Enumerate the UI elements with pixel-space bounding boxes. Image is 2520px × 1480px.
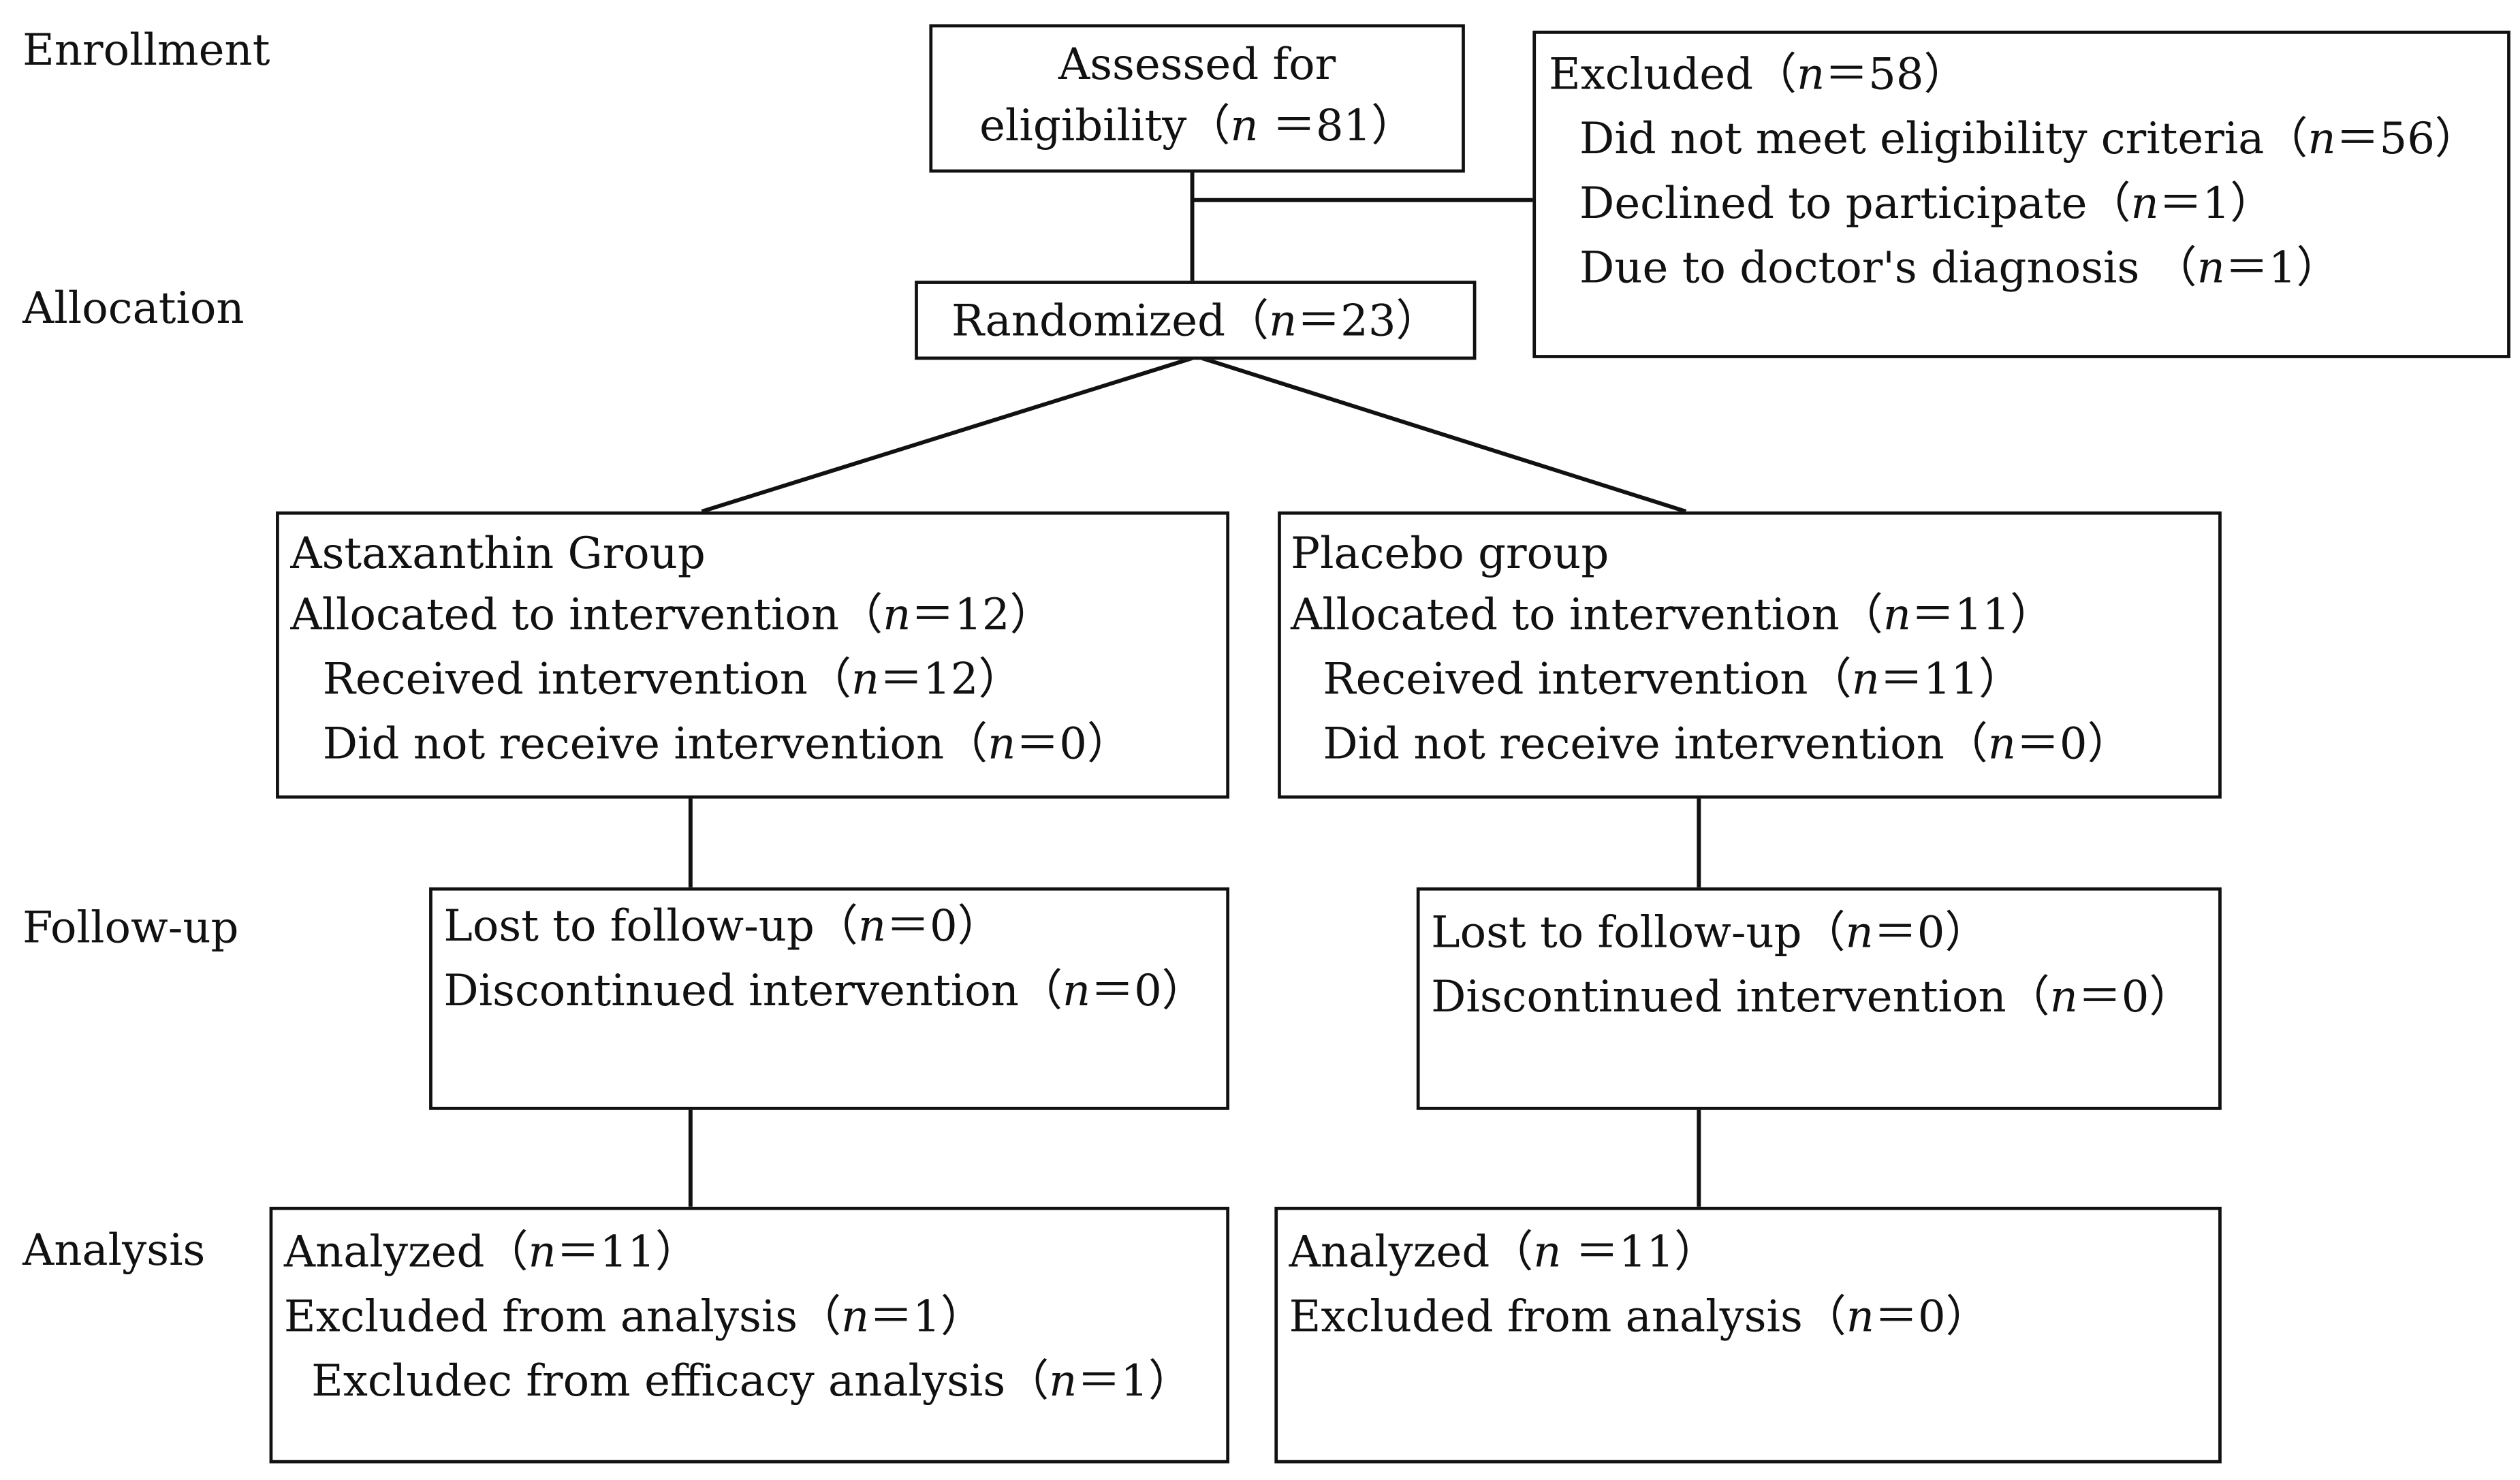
n-symbol: n <box>1268 296 1297 347</box>
n-symbol: n <box>1987 719 2016 770</box>
n-symbol: n <box>857 902 887 952</box>
astaxanthin-discontinued: Discontinued intervention（n＝0） <box>443 966 1206 1017</box>
placebo-analysis-box: Analyzed（n ＝11） Excluded from analysis（n… <box>1274 1206 2222 1464</box>
connector-randomized-astaxanthin <box>701 356 1193 514</box>
placebo-not-received: Did not receive intervention（n＝0） <box>1323 719 2131 770</box>
excluded-item-criteria: Did not meet eligibility criteria（n＝56） <box>1579 114 2478 165</box>
n-symbol: n <box>2130 178 2159 230</box>
placebo-discontinued: Discontinued intervention（n＝0） <box>1431 973 2193 1023</box>
placebo-allocated: Allocated to intervention（n＝11） <box>1291 590 2054 641</box>
placebo-analyzed: Analyzed（n ＝11） <box>1289 1227 1718 1278</box>
n-symbol: n <box>851 655 880 706</box>
excluded-item-declined: Declined to participate（n＝1） <box>1579 178 2274 230</box>
n-symbol: n <box>1796 50 1825 100</box>
astaxanthin-excluded-analysis: Excluded from analysis（n＝1） <box>283 1292 984 1342</box>
astaxanthin-analyzed: Analyzed（n＝11） <box>283 1227 699 1278</box>
randomized-box: Randomized（n＝23） <box>915 281 1477 360</box>
assessed-box: Assessed for eligibility（n ＝81） <box>929 24 1465 173</box>
stage-label-enrollment: Enrollment <box>22 25 270 76</box>
n-symbol: n <box>1062 966 1091 1017</box>
n-symbol: n <box>528 1227 556 1278</box>
assessed-line-1: Assessed for <box>1058 40 1336 91</box>
n-symbol: n <box>988 719 1016 770</box>
astaxanthin-excluded-efficacy: Excludec from efficacy analysis（n＝1） <box>311 1357 1192 1407</box>
astaxanthin-followup-box: Lost to follow-up（n＝0） Discontinued inte… <box>429 887 1230 1110</box>
stage-label-allocation: Allocation <box>22 283 245 334</box>
excluded-title: Excluded（n＝58） <box>1549 50 1968 100</box>
n-symbol: n <box>2308 114 2336 165</box>
n-symbol: n <box>1883 590 1911 641</box>
n-symbol: n <box>841 1292 870 1342</box>
n-symbol: n <box>883 590 911 641</box>
randomized-label: Randomized（n＝23） <box>951 296 1440 347</box>
astaxanthin-lost: Lost to follow-up（n＝0） <box>443 902 1001 952</box>
n-symbol: n <box>1845 908 1874 959</box>
assessed-line-2: eligibility（n ＝81） <box>979 101 1415 152</box>
excluded-item-doctor: Due to doctor's diagnosis （n＝1） <box>1579 243 2340 294</box>
n-symbol: n <box>1846 1292 1874 1342</box>
astaxanthin-received: Received intervention（n＝12） <box>322 655 1022 706</box>
placebo-allocation-box: Placebo group Allocated to intervention（… <box>1278 511 2222 799</box>
placebo-title: Placebo group <box>1291 529 1609 580</box>
placebo-received: Received intervention（n＝11） <box>1323 655 2023 706</box>
astaxanthin-not-received: Did not receive intervention（n＝0） <box>322 719 1131 770</box>
n-symbol: n <box>2196 243 2225 294</box>
placebo-lost: Lost to follow-up（n＝0） <box>1431 908 1989 959</box>
excluded-box: Excluded（n＝58） Did not meet eligibility … <box>1532 31 2510 358</box>
astaxanthin-allocation-box: Astaxanthin Group Allocated to intervent… <box>276 511 1230 799</box>
placebo-followup-box: Lost to follow-up（n＝0） Discontinued inte… <box>1416 887 2222 1110</box>
n-symbol: n <box>1230 101 1259 152</box>
placebo-excluded-analysis: Excluded from analysis（n＝0） <box>1289 1292 1989 1342</box>
connector-randomized-placebo <box>1201 356 1687 514</box>
astaxanthin-allocated: Allocated to intervention（n＝12） <box>290 590 1054 641</box>
stage-label-analysis: Analysis <box>22 1226 206 1276</box>
astaxanthin-analysis-box: Analyzed（n＝11） Excluded from analysis（n＝… <box>269 1206 1230 1464</box>
astaxanthin-title: Astaxanthin Group <box>290 529 706 580</box>
stage-label-followup: Follow-up <box>22 903 239 954</box>
n-symbol: n <box>2049 973 2078 1023</box>
n-symbol: n <box>1533 1227 1562 1278</box>
n-symbol: n <box>1851 655 1880 706</box>
n-symbol: n <box>1049 1357 1077 1407</box>
